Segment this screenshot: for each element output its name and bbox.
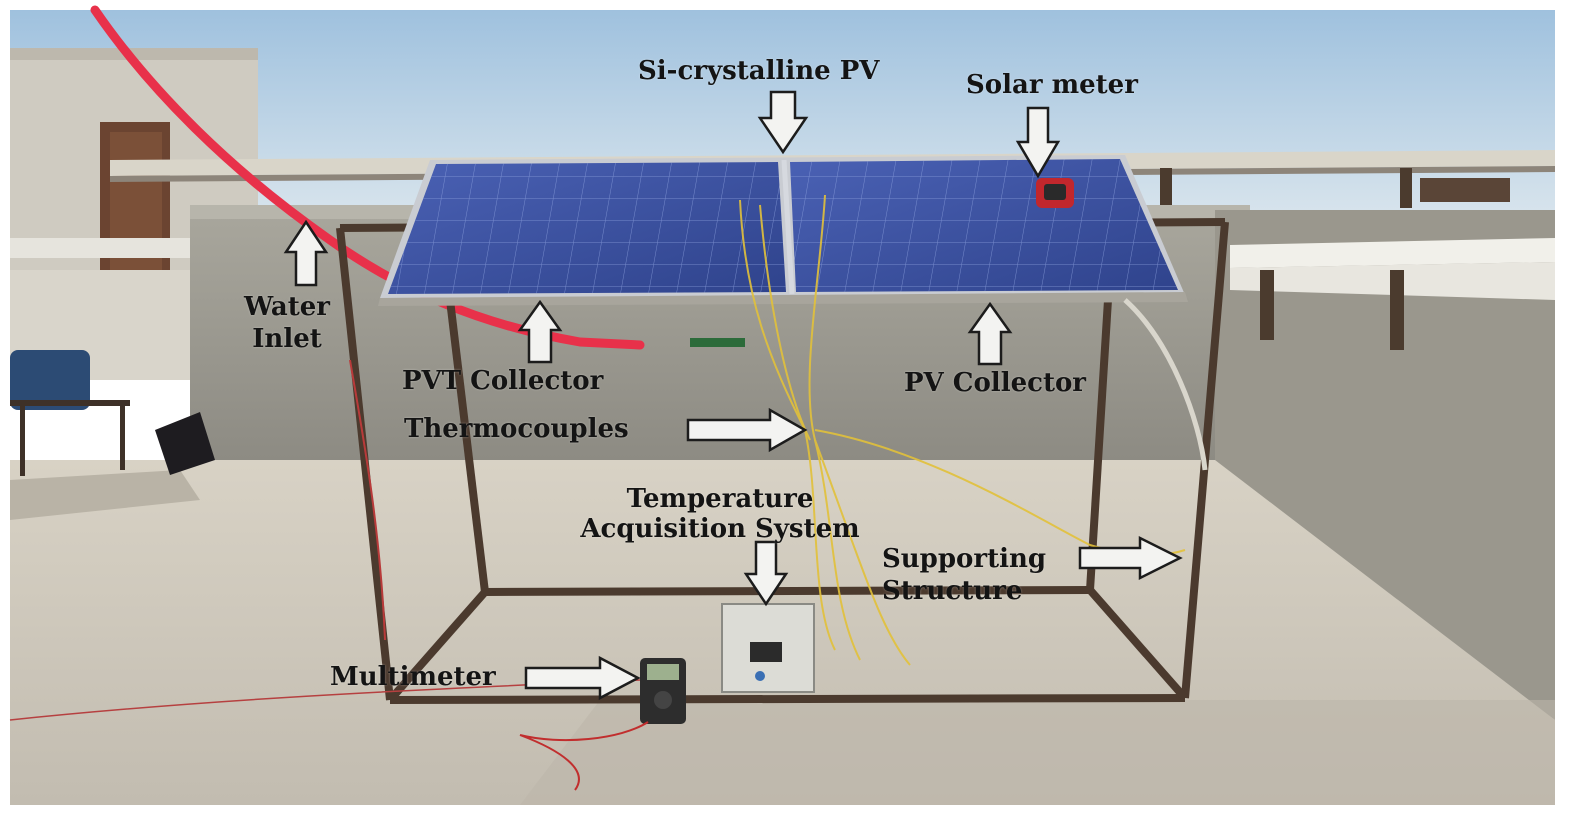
arrow-water-inlet [283,219,329,287]
arrow-solar-meter [1015,106,1061,179]
label-pvt-collector: PVT Collector [402,366,604,396]
solar-panels [378,155,1188,306]
label-water: Water [243,292,331,322]
acquisition-box [721,603,815,693]
label-pv-collector: PV Collector [904,368,1086,398]
label-multimeter: Multimeter [330,662,496,692]
label-structure: Structure [882,576,1023,606]
right-shade-sheets [1230,238,1555,350]
right-wall [1215,210,1555,720]
left-bench [10,350,215,476]
arrow-si-pv [757,90,809,155]
red-hose [90,5,645,350]
label-temperature: Temperature [626,484,814,514]
arrow-pvt-collector [517,299,563,364]
arrow-multimeter [524,655,641,701]
label-inlet: Inlet [252,324,322,354]
label-thermocouples: Thermocouples [404,414,629,444]
label-acquisition-system: Acquisition System [580,514,860,544]
arrow-acquisition-system [743,540,789,607]
arrow-supporting-structure [1078,535,1183,581]
label-supporting: Supporting [882,544,1047,574]
label-solar-meter: Solar meter [966,70,1138,100]
multimeter-device [640,658,686,724]
arrow-pv-collector [967,301,1013,366]
arrow-thermocouples [686,407,808,453]
label-si-crystalline-pv: Si-crystalline PV [638,56,880,86]
